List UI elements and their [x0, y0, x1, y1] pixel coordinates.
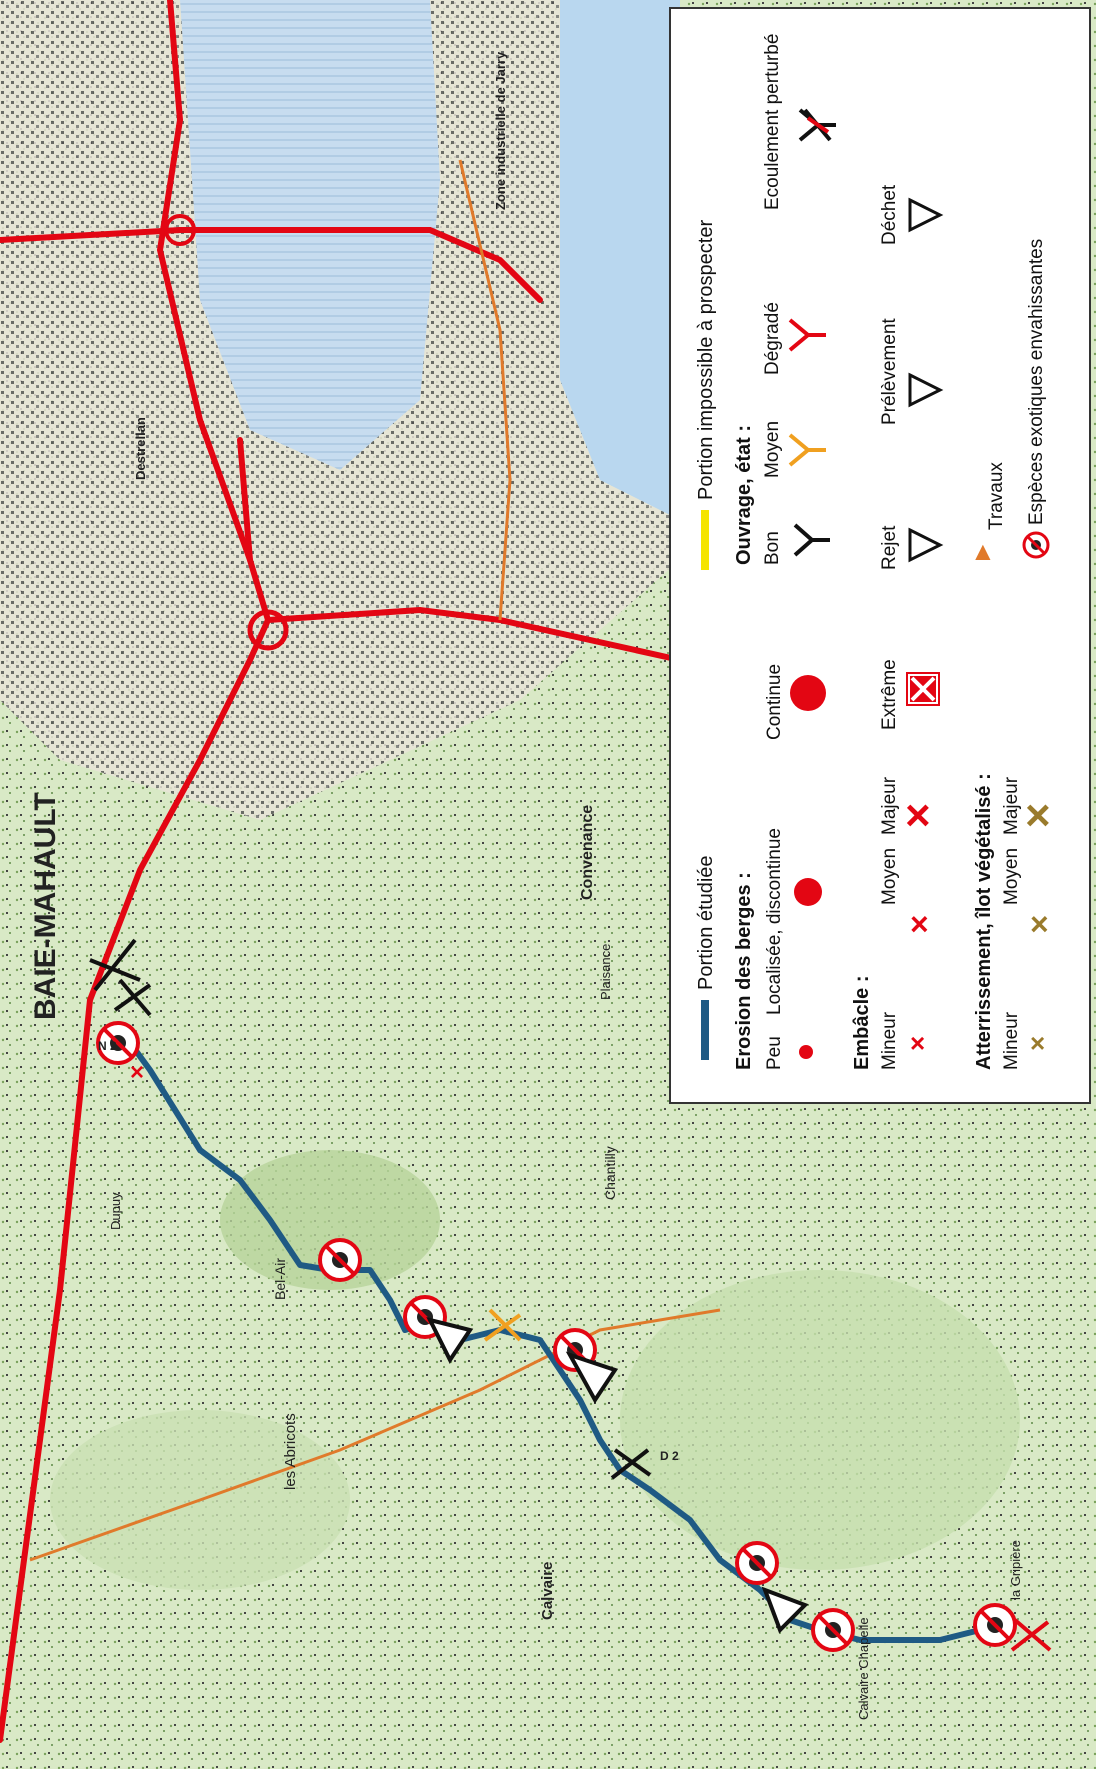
legend-panel: Portion étudiée Portion impossible à pro… — [669, 7, 1091, 1104]
legend-travaux-icon: ▲ — [970, 536, 996, 566]
legend-especes-icon — [1022, 531, 1050, 559]
legend-especes: Espèces exotiques envahissantes — [1026, 239, 1047, 525]
legend-embacle-extreme-icon — [906, 672, 940, 706]
legend-atterrissement-moyen-icon: × — [1030, 906, 1049, 942]
town-title: BAIE-MAHAULT — [29, 792, 62, 1020]
legend-erosion-title: Erosion des berges : — [733, 872, 755, 1070]
legend-erosion-peu: Peu — [764, 1036, 785, 1070]
erosion-cross: × — [130, 1059, 144, 1086]
road-label: D 2 — [660, 1449, 679, 1463]
legend-prelevement-icon — [908, 372, 944, 408]
legend-erosion-peu-dot — [799, 1045, 813, 1059]
legend-embacle-moyen-icon: × — [910, 906, 929, 942]
legend-embacle-moyen: Moyen — [879, 848, 900, 905]
place-label: Chantilly — [602, 1146, 618, 1200]
place-label: Calvaire Chapelle — [856, 1617, 871, 1720]
place-label: Destrellan — [133, 417, 148, 480]
legend-impossible-label: Portion impossible à prospecter — [695, 220, 717, 500]
legend-atterrissement-title: Atterrissement, îlot végétalisé : — [973, 773, 995, 1070]
legend-ouvrage-bon: Bon — [762, 531, 783, 565]
place-label: Convenance — [579, 805, 596, 900]
sea-area — [560, 0, 680, 520]
legend-erosion-localisee-dot — [794, 878, 822, 906]
waste-triangle-markers — [426, 1317, 809, 1634]
legend-travaux: Travaux — [986, 462, 1007, 530]
legend-ouvrage-ecoulement: Ecoulement perturbé — [762, 34, 783, 210]
place-label: Calvaire — [539, 1562, 556, 1620]
legend-rejet-icon — [908, 527, 944, 563]
legend-atterrissement-moyen: Moyen — [1001, 848, 1022, 905]
legend-atterrissement-mineur-icon: × — [1030, 1028, 1045, 1058]
legend-embacle-extreme: Extrême — [879, 659, 900, 730]
marsh-area — [180, 0, 440, 470]
legend-ouvrage-bon-icon — [793, 523, 830, 557]
ouvrage-markers — [89, 938, 1052, 1652]
studied-river-portion — [125, 1038, 981, 1643]
legend-erosion-localisee: Localisée, discontinue — [764, 828, 785, 1015]
road-network — [0, 0, 683, 1743]
legend-rejet: Rejet — [879, 525, 900, 570]
place-label: la Gripière — [1008, 1540, 1023, 1600]
legend-ouvrage-title: Ouvrage, état : — [733, 425, 755, 565]
legend-embacle-majeur: Majeur — [879, 776, 900, 835]
road-label: N 2 — [98, 1039, 117, 1053]
legend-embacle-mineur: Mineur — [879, 1011, 900, 1070]
legend-studied-label: Portion étudiée — [695, 855, 717, 990]
invasive-species-markers — [96, 1021, 1017, 1652]
legend-prelevement: Prélèvement — [879, 318, 900, 425]
legend-atterrissement-majeur-icon: × — [1025, 791, 1051, 840]
legend-atterrissement-mineur: Mineur — [1001, 1011, 1022, 1070]
legend-erosion-continue-dot — [790, 675, 826, 711]
place-label: Zone industrielle de Jarry — [493, 51, 508, 210]
vegetation-patch — [220, 1150, 440, 1290]
legend-erosion-continue: Continue — [764, 664, 785, 740]
place-label: Plaisance — [598, 944, 613, 1000]
legend-embacle-mineur-icon: × — [910, 1028, 925, 1058]
place-label: Bel-Air — [272, 1258, 288, 1300]
legend-box — [669, 7, 1091, 1104]
legend-dechet-icon — [908, 197, 944, 233]
legend-atterrissement-majeur: Majeur — [1001, 776, 1022, 835]
legend-ouvrage-degrade: Dégradé — [762, 302, 783, 375]
legend-ouvrage-moyen: Moyen — [762, 421, 783, 478]
place-label: Dupuy — [108, 1192, 123, 1230]
legend-embacle-title: Embâcle : — [851, 976, 873, 1070]
legend-embacle-majeur-icon: × — [905, 791, 931, 840]
place-label: les Abricots — [282, 1413, 299, 1490]
vegetation-patch — [620, 1270, 1020, 1570]
legend-ouvrage-degrade-icon — [788, 318, 826, 352]
legend-dechet: Déchet — [879, 184, 900, 245]
legend-ouvrage-moyen-icon — [788, 433, 826, 467]
